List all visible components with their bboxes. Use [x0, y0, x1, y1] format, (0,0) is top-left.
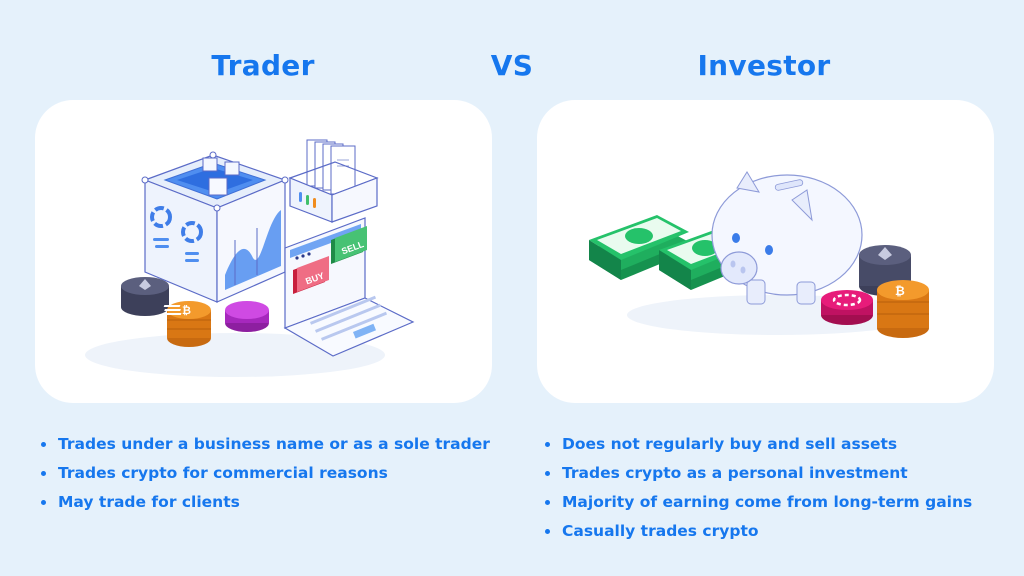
- bullet-icon: [41, 500, 46, 505]
- list-item: May trade for clients: [40, 488, 490, 517]
- list-item: Does not regularly buy and sell assets: [544, 430, 972, 459]
- list-item: Trades crypto as a personal investment: [544, 459, 972, 488]
- svg-text:₿: ₿: [182, 305, 191, 317]
- bullet-icon: [545, 442, 550, 447]
- trader-illustration-card: BUY SELL ₿: [35, 100, 492, 403]
- cash-stack-icon: [589, 215, 689, 280]
- bullet-icon: [545, 500, 550, 505]
- list-item: Casually trades crypto: [544, 517, 972, 546]
- bitcoin-coin-icon: ₿: [167, 301, 211, 347]
- trader-bullet-list: Trades under a business name or as a sol…: [40, 430, 490, 517]
- list-item: Trades crypto for commercial reasons: [40, 459, 490, 488]
- list-item: Trades under a business name or as a sol…: [40, 430, 490, 459]
- vs-heading: VS: [490, 49, 534, 82]
- document-tray-icon: [288, 139, 379, 223]
- trader-heading: Trader: [211, 49, 315, 82]
- investor-illustration: ₿: [589, 171, 929, 338]
- piggy-bank-icon: [711, 171, 863, 305]
- polkadot-coin-icon: [821, 290, 873, 325]
- buy-button-graphic: BUY: [293, 256, 329, 294]
- bullet-icon: [41, 442, 46, 447]
- ethereum-coin-icon: [121, 277, 169, 316]
- bullet-icon: [545, 471, 550, 476]
- sell-button-graphic: SELL: [331, 226, 367, 264]
- bullet-icon: [41, 471, 46, 476]
- solana-coin-icon: [163, 301, 269, 332]
- svg-text:₿: ₿: [895, 284, 905, 298]
- investor-illustration-card: ₿: [537, 100, 994, 403]
- trader-illustration: BUY SELL ₿: [85, 139, 415, 377]
- bitcoin-coin-icon: ₿: [877, 280, 929, 338]
- list-item: Majority of earning come from long-term …: [544, 488, 972, 517]
- server-cube-icon: [141, 151, 289, 303]
- investor-bullet-list: Does not regularly buy and sell assets T…: [544, 430, 972, 546]
- bullet-icon: [545, 529, 550, 534]
- investor-heading: Investor: [697, 49, 831, 82]
